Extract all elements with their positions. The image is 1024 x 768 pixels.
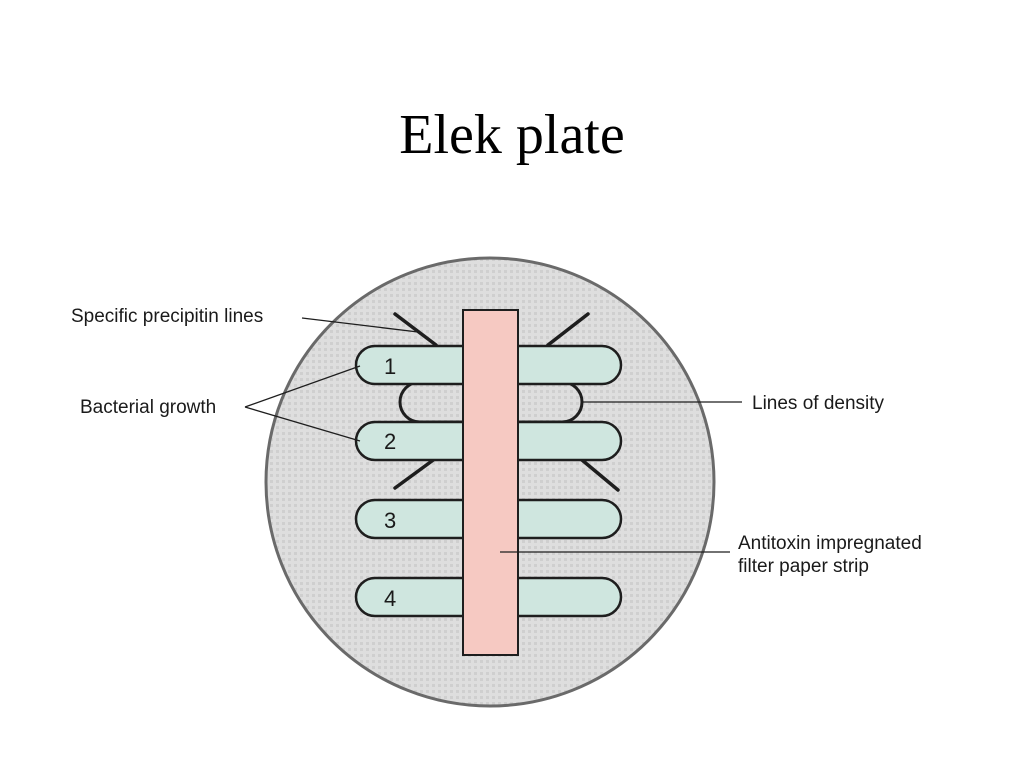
label-specific-precipitin-lines: Specific precipitin lines — [71, 306, 263, 327]
label-lines-of-density: Lines of density — [752, 393, 885, 414]
label-antitoxin-line2: filter paper strip — [738, 556, 869, 577]
antitoxin-strip — [462, 309, 519, 656]
label-bacterial-growth: Bacterial growth — [80, 397, 216, 418]
leader-lines — [244, 317, 742, 553]
streak-number-3: 3 — [384, 508, 396, 533]
streak-number-1: 1 — [384, 354, 396, 379]
slide-title: Elek plate — [399, 104, 625, 166]
precipitin-lines — [393, 312, 620, 492]
label-antitoxin-line1: Antitoxin impregnated — [738, 533, 922, 554]
streak-number-2: 2 — [384, 429, 396, 454]
streak-number-4: 4 — [384, 586, 396, 611]
